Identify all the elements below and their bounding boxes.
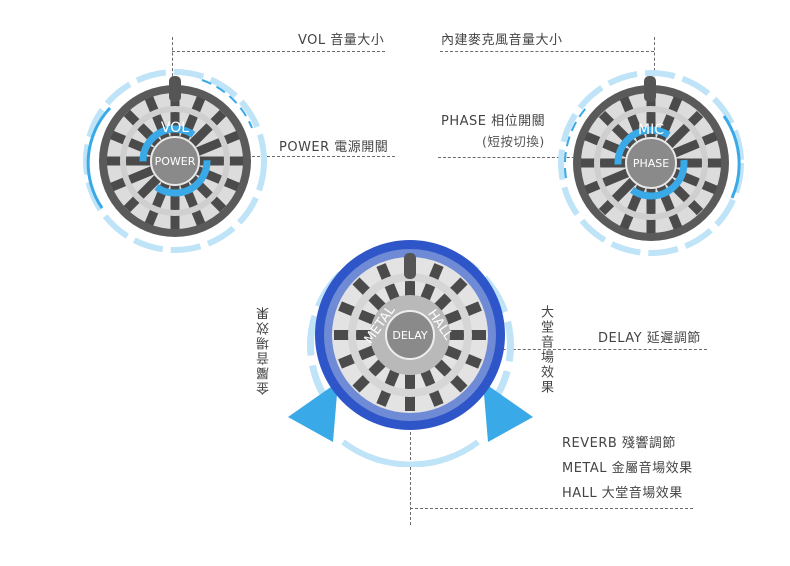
vol-leader-v <box>172 37 173 97</box>
phase-leader-h <box>438 157 654 158</box>
power-leader-h <box>172 156 395 157</box>
reverb-leader-h <box>410 508 693 509</box>
delay-label: DELAY 延遲調節 <box>598 331 701 346</box>
phase-button-text: PHASE <box>633 157 669 170</box>
hall-arrow-icon <box>483 382 533 442</box>
vol-arc-text: VOL <box>161 120 189 136</box>
mic-volume-label: 內建麥克風音量大小 <box>441 33 563 48</box>
vol-knob[interactable]: VOL POWER <box>82 68 268 254</box>
delay-button-text: DELAY <box>392 329 427 342</box>
vol-label: VOL 音量大小 <box>298 33 385 48</box>
mic-arc-text: MIC <box>638 122 664 138</box>
metal-arrow-icon <box>288 382 338 442</box>
metal-side-label: 金屬音場效果 <box>257 305 272 395</box>
metal-label: METAL 金屬音場效果 <box>562 461 693 476</box>
vol-leader-h <box>172 51 385 52</box>
power-label: POWER 電源開關 <box>279 140 389 155</box>
mic-knob[interactable]: MIC PHASE <box>556 68 746 258</box>
hall-label: HALL 大堂音場效果 <box>562 486 683 501</box>
phase-label: PHASE 相位開關 <box>441 114 546 129</box>
mic-leader-h <box>440 51 654 52</box>
mic-leader-v <box>654 37 655 97</box>
phase-sub-label: (短按切換) <box>482 134 545 149</box>
hall-side-label: 大堂音場效果 <box>538 305 553 395</box>
reverb-knob[interactable]: METAL HALL DELAY <box>283 217 538 467</box>
delay-leader-h <box>412 349 707 350</box>
power-button-text: POWER <box>155 155 196 168</box>
reverb-label: REVERB 殘響調節 <box>562 436 676 451</box>
